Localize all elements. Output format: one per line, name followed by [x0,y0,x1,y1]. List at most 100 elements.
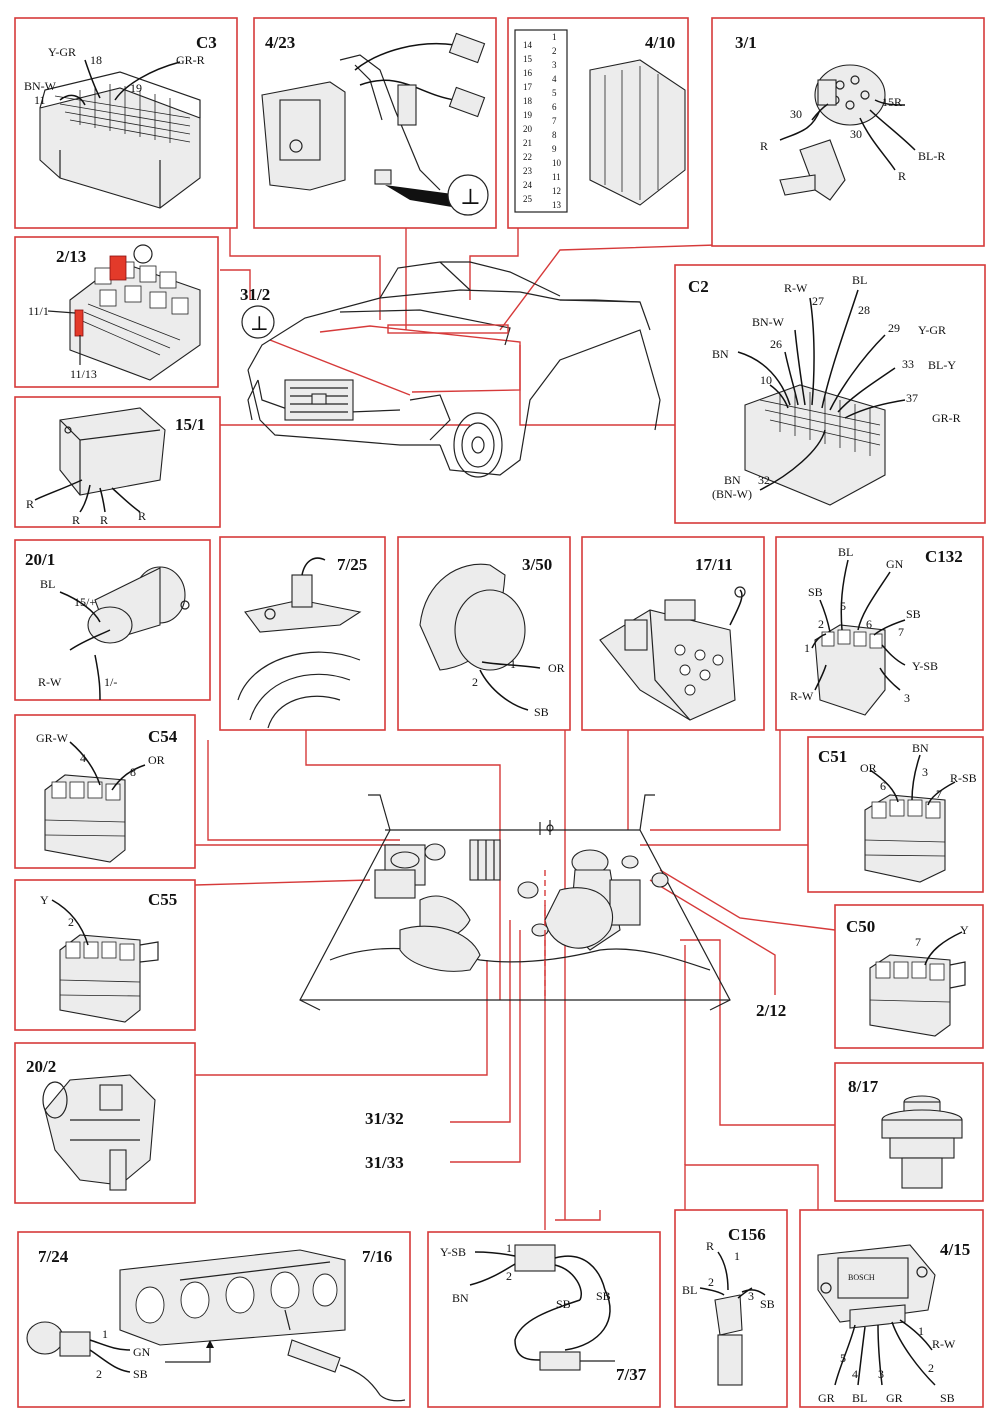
svg-text:R-W: R-W [784,281,808,295]
panel-title: C50 [846,917,875,936]
pin-label: 4 [552,74,557,84]
svg-text:R: R [706,1239,714,1253]
panel-title: 7/25 [337,555,367,574]
leader-lines [194,228,836,1230]
panel-c54: C54 GR-W 4 8 OR [14,714,196,869]
pin-label: 19 [523,110,533,120]
svg-text:2: 2 [506,1269,512,1283]
panel-c51: C51 BN OR 3 R-SB 6 7 [807,736,984,893]
svg-text:BN: BN [452,1291,469,1305]
panel-15-1: 15/1 R R R R [14,396,221,528]
panel-title: C132 [925,547,963,566]
svg-text:33: 33 [902,357,914,371]
svg-text:SB: SB [534,705,549,719]
svg-text:GR: GR [886,1391,903,1405]
svg-text:OR: OR [148,753,165,767]
panel-c55: C55 Y 2 [14,879,196,1031]
svg-text:BL: BL [852,1391,867,1405]
svg-text:2: 2 [472,675,478,689]
svg-text:R: R [760,139,768,153]
panel-31-2: 31/2 ⊥ [240,285,275,339]
svg-text:2: 2 [96,1367,102,1381]
svg-text:BN: BN [712,347,729,361]
svg-text:7: 7 [915,935,921,949]
svg-text:26: 26 [770,337,782,351]
svg-text:BN-W: BN-W [752,315,785,329]
pin-label: 2 [552,46,557,56]
svg-text:SB: SB [556,1297,571,1311]
panel-3-50: 3/50 1 OR 2 SB [397,536,571,731]
panel-title: 20/1 [25,550,55,569]
panel-title: 20/2 [26,1057,56,1076]
svg-text:31/32: 31/32 [365,1109,404,1128]
pin-label: 1 [552,32,557,42]
svg-text:BL-Y: BL-Y [928,358,956,372]
panel-title: 7/37 [616,1365,647,1384]
svg-text:Y-GR: Y-GR [48,45,76,59]
svg-text:SB: SB [808,585,823,599]
svg-text:SB: SB [760,1297,775,1311]
svg-text:Y-SB: Y-SB [912,659,938,673]
svg-text:1: 1 [102,1327,108,1341]
svg-text:1: 1 [804,641,810,655]
svg-text:1: 1 [506,1241,512,1255]
pin-label: 7 [552,116,557,126]
pin-label: 10 [552,158,562,168]
panel-title: 15/1 [175,415,205,434]
svg-text:BL: BL [838,545,853,559]
svg-text:BN: BN [912,741,929,755]
panel-3-1: 3/1 30 15R R 30 BL-R R [711,17,985,247]
svg-text:2: 2 [708,1275,714,1289]
svg-text:32: 32 [758,473,770,487]
svg-text:BL: BL [40,577,55,591]
svg-text:Y-GR: Y-GR [918,323,946,337]
engine-bay-sketch [299,794,731,1011]
pin-label: 11 [552,172,561,182]
svg-text:5: 5 [840,599,846,613]
panel-7-37: 7/37 Y-SB 1 2 BN SB SB [427,1231,661,1408]
pin-label: 13 [552,200,562,210]
svg-text:GR-W: GR-W [36,731,69,745]
svg-text:2: 2 [68,915,74,929]
bosch-logo: BOSCH [848,1273,875,1282]
svg-text:R: R [100,513,108,527]
svg-text:11/1: 11/1 [28,304,49,318]
svg-text:30: 30 [850,127,862,141]
svg-text:3: 3 [922,765,928,779]
panel-c132: C132 BL GN SB 5 SB 2 6 7 1 Y-SB R-W 3 [775,536,984,731]
svg-text:6: 6 [866,617,872,631]
panel-title: C3 [196,33,217,52]
pin-label: 14 [523,40,533,50]
svg-text:15/+: 15/+ [74,595,96,609]
svg-text:OR: OR [860,761,877,775]
pin-label: 6 [552,102,557,112]
svg-text:R-W: R-W [790,689,814,703]
panel-title: 2/13 [56,247,86,266]
pin-label: 25 [523,194,533,204]
panel-20-2: 20/2 [14,1042,196,1204]
svg-text:1: 1 [918,1324,924,1338]
pin-label: 17 [523,82,533,92]
panel-c156: C156 R 1 BL 2 3 SB [674,1209,788,1408]
panel-c50: C50 7 Y [834,904,984,1049]
panel-title: C55 [148,890,177,909]
pin-label: 16 [523,68,533,78]
svg-text:BL-R: BL-R [918,149,945,163]
svg-text:BN-W: BN-W [24,79,57,93]
svg-text:29: 29 [888,321,900,335]
svg-text:R: R [26,497,34,511]
panel-title: C54 [148,727,178,746]
svg-text:OR: OR [548,661,565,675]
svg-text:3: 3 [878,1367,884,1381]
pin-label: 9 [552,144,557,154]
svg-text:Y-SB: Y-SB [440,1245,466,1259]
svg-text:R-W: R-W [38,675,62,689]
svg-text:SB: SB [906,607,921,621]
svg-text:GN: GN [886,557,904,571]
svg-text:11: 11 [34,93,46,107]
svg-text:3: 3 [904,691,910,705]
svg-text:2/12: 2/12 [756,1001,786,1020]
